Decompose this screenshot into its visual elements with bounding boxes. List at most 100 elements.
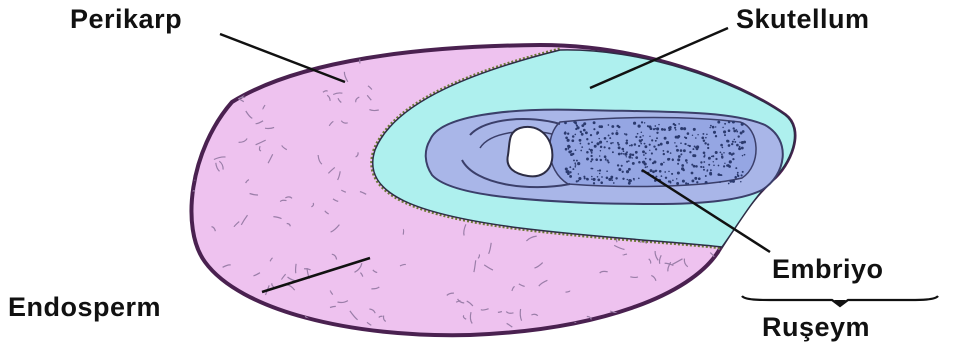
embryo-dot	[697, 134, 698, 135]
embryo-dot	[609, 137, 611, 139]
embryo-dot	[735, 176, 737, 178]
embryo-dot	[729, 180, 732, 183]
endosperm-mark	[296, 264, 297, 274]
embryo-dot	[605, 158, 607, 160]
embryo-dot	[631, 157, 632, 158]
embryo-dot	[597, 170, 598, 171]
embryo-dot	[564, 132, 567, 135]
embryo-dot	[611, 132, 613, 134]
embryo-dot	[689, 151, 691, 153]
embryo-dot	[635, 151, 638, 154]
embryo-dot	[580, 150, 582, 152]
embryo-dot	[649, 144, 651, 146]
embryo-dot	[632, 162, 635, 165]
embryo-dot	[586, 138, 588, 140]
embryo-dot	[652, 170, 655, 173]
embryo-dot	[618, 126, 621, 129]
embryo-dot	[575, 164, 577, 166]
embryo-dot	[629, 153, 632, 156]
endosperm-mark	[730, 245, 735, 250]
embryo-dot	[615, 132, 618, 135]
embryo-dot	[641, 132, 643, 134]
embryo-dot	[584, 177, 586, 179]
embryo-dot	[687, 183, 689, 185]
embryo-dot	[651, 152, 653, 154]
embryo-dot	[642, 135, 644, 137]
embryo-dot	[675, 145, 677, 147]
embryo-dot	[672, 159, 674, 161]
embryo-dot	[713, 131, 716, 134]
embryo-dot	[733, 130, 736, 133]
embryo-dot	[724, 134, 726, 136]
embryo-dot	[633, 178, 635, 180]
embryo-dot	[666, 141, 669, 144]
embryo-dot	[728, 165, 731, 168]
endosperm-mark	[697, 298, 701, 308]
embryo-dot	[623, 153, 625, 155]
embryo-dot	[692, 154, 695, 157]
embryo-dot	[723, 152, 725, 154]
embryo-dot	[606, 177, 609, 180]
endosperm-mark	[684, 330, 685, 336]
embryo-dot	[722, 127, 724, 128]
embryo-dot	[626, 156, 627, 157]
endosperm-mark	[244, 70, 247, 76]
embryo-dot	[612, 142, 614, 144]
embryo-dot	[590, 155, 592, 157]
embryo-dot	[683, 127, 686, 130]
embryo-dot	[663, 150, 665, 152]
endosperm-mark	[199, 106, 203, 107]
embryo-dot	[670, 152, 672, 154]
embryo-dot	[660, 143, 663, 146]
embryo-dot	[723, 130, 726, 133]
endosperm-mark	[254, 303, 255, 310]
embryo-dot	[663, 153, 665, 155]
embryo-dot	[581, 133, 584, 136]
embryo-dot	[694, 177, 697, 180]
endosperm-mark	[294, 41, 301, 51]
embryo-dot	[572, 168, 574, 170]
embryo-dot	[682, 180, 685, 183]
embryo-dot	[628, 182, 631, 185]
embryo-dot	[705, 175, 707, 177]
embryo-dot	[678, 155, 681, 158]
embryo-dot	[567, 139, 570, 142]
embryo-dot	[661, 128, 664, 131]
embryo-dot	[604, 146, 606, 148]
embryo-dot	[676, 136, 679, 139]
embryo-dot	[721, 153, 723, 155]
embryo-dot	[734, 141, 736, 143]
embryo-dot	[608, 134, 610, 136]
embryo-dot	[565, 148, 568, 151]
embryo-dot	[692, 148, 694, 150]
embryo-dot	[676, 182, 679, 185]
embryo-dot	[596, 131, 599, 134]
embryo-dot	[742, 171, 744, 173]
embryo-dot	[565, 136, 568, 139]
embryo-dot	[655, 176, 657, 178]
embryo-dot	[677, 158, 680, 161]
embryo-dot	[703, 161, 705, 163]
embryo-dot	[656, 137, 658, 139]
endosperm-mark	[289, 47, 292, 50]
embryo-dot	[564, 122, 567, 125]
embryo-dot	[724, 163, 725, 164]
embryo-dot	[591, 158, 593, 160]
embryo-dot	[568, 148, 570, 150]
embryo-dot	[600, 146, 602, 148]
embryo-dot	[638, 177, 640, 179]
embryo-dot	[622, 148, 625, 151]
embryo-dot	[717, 121, 720, 124]
embryo-dot	[606, 170, 608, 172]
embryo-dot	[691, 172, 694, 175]
embryo-dot	[578, 177, 581, 180]
embryo-dot	[573, 159, 575, 161]
embryo-dot	[626, 161, 628, 163]
embryo-dot	[695, 137, 697, 139]
embryo-dot	[627, 179, 629, 181]
embryo-dot	[703, 139, 705, 141]
embryo-dot	[623, 150, 625, 152]
ruseym-brace	[742, 296, 938, 306]
embryo-dot	[645, 158, 647, 160]
embryo-dot	[593, 128, 595, 130]
